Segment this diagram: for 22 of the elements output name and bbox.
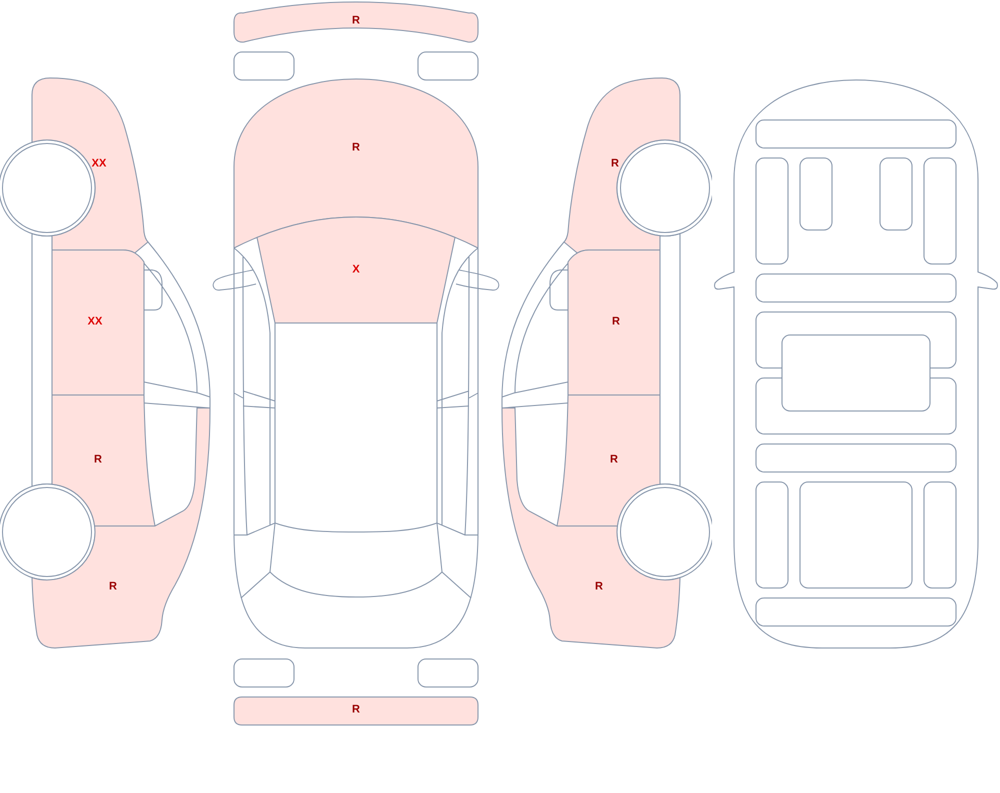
front-bumper-panel: [233, 0, 479, 44]
windshield-panel: [256, 216, 456, 324]
damage-code: R: [612, 316, 620, 328]
hood-panel: [233, 78, 479, 249]
front-door-panel: [51, 249, 145, 396]
damage-code: R: [109, 582, 117, 592]
damage-code: R: [352, 16, 360, 26]
damage-code: XX: [92, 158, 106, 170]
damage-code: R: [352, 142, 360, 154]
damage-code: R: [610, 454, 618, 466]
front-fender-panel: [563, 77, 681, 254]
damage-code: R: [352, 704, 360, 716]
damage-code: XX: [88, 316, 102, 328]
front-door-panel: [567, 249, 661, 396]
damage-code: R: [595, 582, 603, 592]
damage-code: R: [611, 158, 619, 170]
rear-bumper-panel: [233, 696, 479, 726]
front-fender-panel: [31, 77, 149, 254]
rear-door-panel: [556, 394, 661, 527]
damage-code: X: [352, 264, 360, 276]
rear-door-panel: [51, 394, 156, 527]
damage-code: R: [94, 454, 102, 466]
